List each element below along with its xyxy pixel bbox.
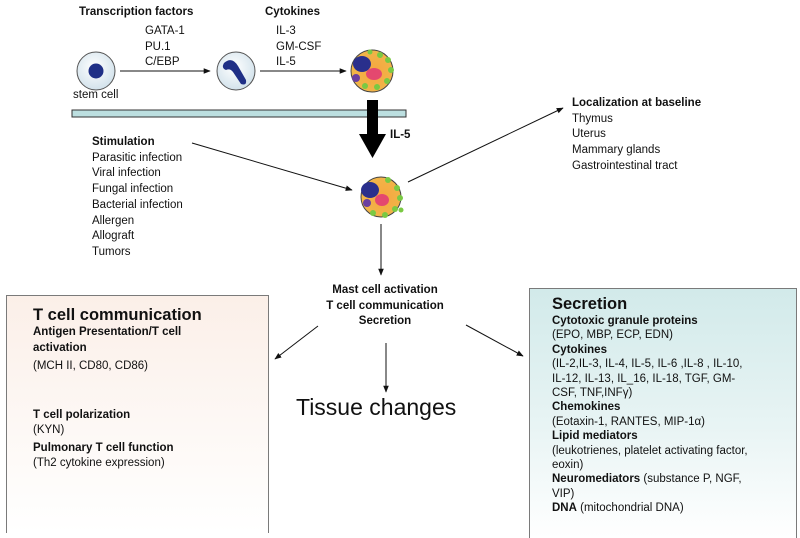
stimulation-item: Allograft: [92, 230, 135, 243]
il5-arrow-label: IL-5: [390, 129, 411, 141]
stimulation-item: Allergen: [92, 214, 135, 227]
chemokines-heading: Chemokines: [552, 401, 621, 414]
cytokines-list: IL-3 GM-CSF IL-5: [276, 24, 321, 71]
activation-summary: Mast cell activation T cell communicatio…: [300, 283, 470, 330]
eosinophil-tissue: [360, 176, 404, 218]
lipid-detail-line: (leukotrienes, platelet activating facto…: [552, 444, 748, 457]
t-cell-box-content: T cell communication Antigen Presentatio…: [33, 305, 261, 472]
stimulation-item: Viral infection: [92, 167, 161, 180]
pulmonary-heading: Pulmonary T cell function: [33, 441, 174, 454]
localization-item: Mammary glands: [572, 144, 661, 157]
granule-detail: (EPO, MBP, ECP, EDN): [552, 329, 673, 342]
cytokine-item: IL-3: [276, 25, 296, 37]
stimulation-item: Bacterial infection: [92, 198, 183, 211]
cytokine-item: IL-5: [276, 56, 296, 68]
progenitor-cell: [216, 51, 256, 91]
localization-item: Gastrointestinal tract: [572, 159, 678, 172]
tf-item: PU.1: [145, 40, 171, 53]
stimulation-item: Fungal infection: [92, 183, 174, 196]
cytokines-heading: Cytokines: [552, 343, 607, 356]
tf-item: C/EBP: [145, 56, 180, 68]
summary-line: T cell communication: [326, 299, 444, 312]
lipid-heading: Lipid mediators: [552, 430, 638, 443]
localization-item: Thymus: [572, 112, 613, 125]
arrow-to-secretion-box: [465, 324, 524, 357]
stimulation-item: Tumors: [92, 245, 131, 258]
dna-line: DNA (mitochondrial DNA): [552, 501, 792, 515]
neuro-detail-cont: VIP): [552, 487, 575, 500]
cytokines-detail-line: CSF, TNF,INFγ): [552, 387, 633, 400]
antigen-heading: Antigen Presentation/T cell: [33, 326, 182, 338]
tf-item: GATA-1: [145, 25, 185, 37]
dna-detail: (mitochondrial DNA): [576, 502, 684, 515]
secretion-box: [529, 288, 797, 538]
transcription-factors-list: GATA-1 PU.1 C/EBP: [145, 24, 185, 71]
t-cell-box-title: T cell communication: [33, 306, 202, 324]
membrane-bar: [71, 109, 407, 118]
neuro-detail: (substance P, NGF,: [640, 473, 742, 486]
eosinophil-top: [350, 49, 394, 93]
polarization-heading: T cell polarization: [33, 408, 131, 421]
arrow-stimulation: [191, 142, 353, 191]
transcription-factors-title: Transcription factors: [79, 6, 194, 18]
arrow-to-t-cell-box: [274, 325, 319, 360]
localization-list: Localization at baseline Thymus Uterus M…: [572, 96, 701, 175]
localization-title: Localization at baseline: [572, 97, 702, 109]
summary-line: Mast cell activation: [332, 284, 438, 296]
secretion-box-title: Secretion: [552, 295, 628, 313]
arrow-localization: [407, 107, 564, 183]
stem-cell-label: stem cell: [73, 89, 119, 101]
antigen-detail: (MCH II, CD80, CD86): [33, 360, 149, 372]
cytokine-item: GM-CSF: [276, 40, 322, 53]
cytokines-detail-line: (IL-2,IL-3, IL-4, IL-5, IL-6 ,IL-8 , IL-…: [552, 358, 743, 371]
chemokines-detail: (Eotaxin-1, RANTES, MIP-1α): [552, 415, 705, 428]
cytokines-title: Cytokines: [265, 6, 320, 18]
neuro-heading: Neuromediators: [552, 473, 641, 486]
stem-cell: [76, 51, 116, 91]
stimulation-list: Stimulation Parasitic infection Viral in…: [92, 135, 183, 261]
dna-heading: DNA: [552, 502, 577, 515]
polarization-detail: (KYN): [33, 424, 65, 436]
stimulation-title: Stimulation: [92, 136, 155, 148]
cytokines-detail-line: IL-12, IL-13, IL_16, IL-18, TGF, GM-: [552, 372, 736, 385]
t-cell-communication-box: [6, 295, 269, 533]
secretion-box-content: Secretion Cytotoxic granule proteins (EP…: [552, 294, 792, 516]
stimulation-item: Parasitic infection: [92, 151, 183, 164]
pulmonary-detail: (Th2 cytokine expression): [33, 457, 165, 469]
granule-heading: Cytotoxic granule proteins: [552, 315, 698, 327]
tissue-changes-label: Tissue changes: [296, 394, 457, 420]
localization-item: Uterus: [572, 128, 606, 141]
summary-line: Secretion: [358, 315, 412, 327]
lipid-detail-line: eoxin): [552, 459, 584, 472]
neuro-line: Neuromediators (substance P, NGF,: [552, 472, 792, 486]
il5-thick-arrow: [359, 100, 386, 158]
antigen-heading-cont: activation: [33, 341, 87, 354]
